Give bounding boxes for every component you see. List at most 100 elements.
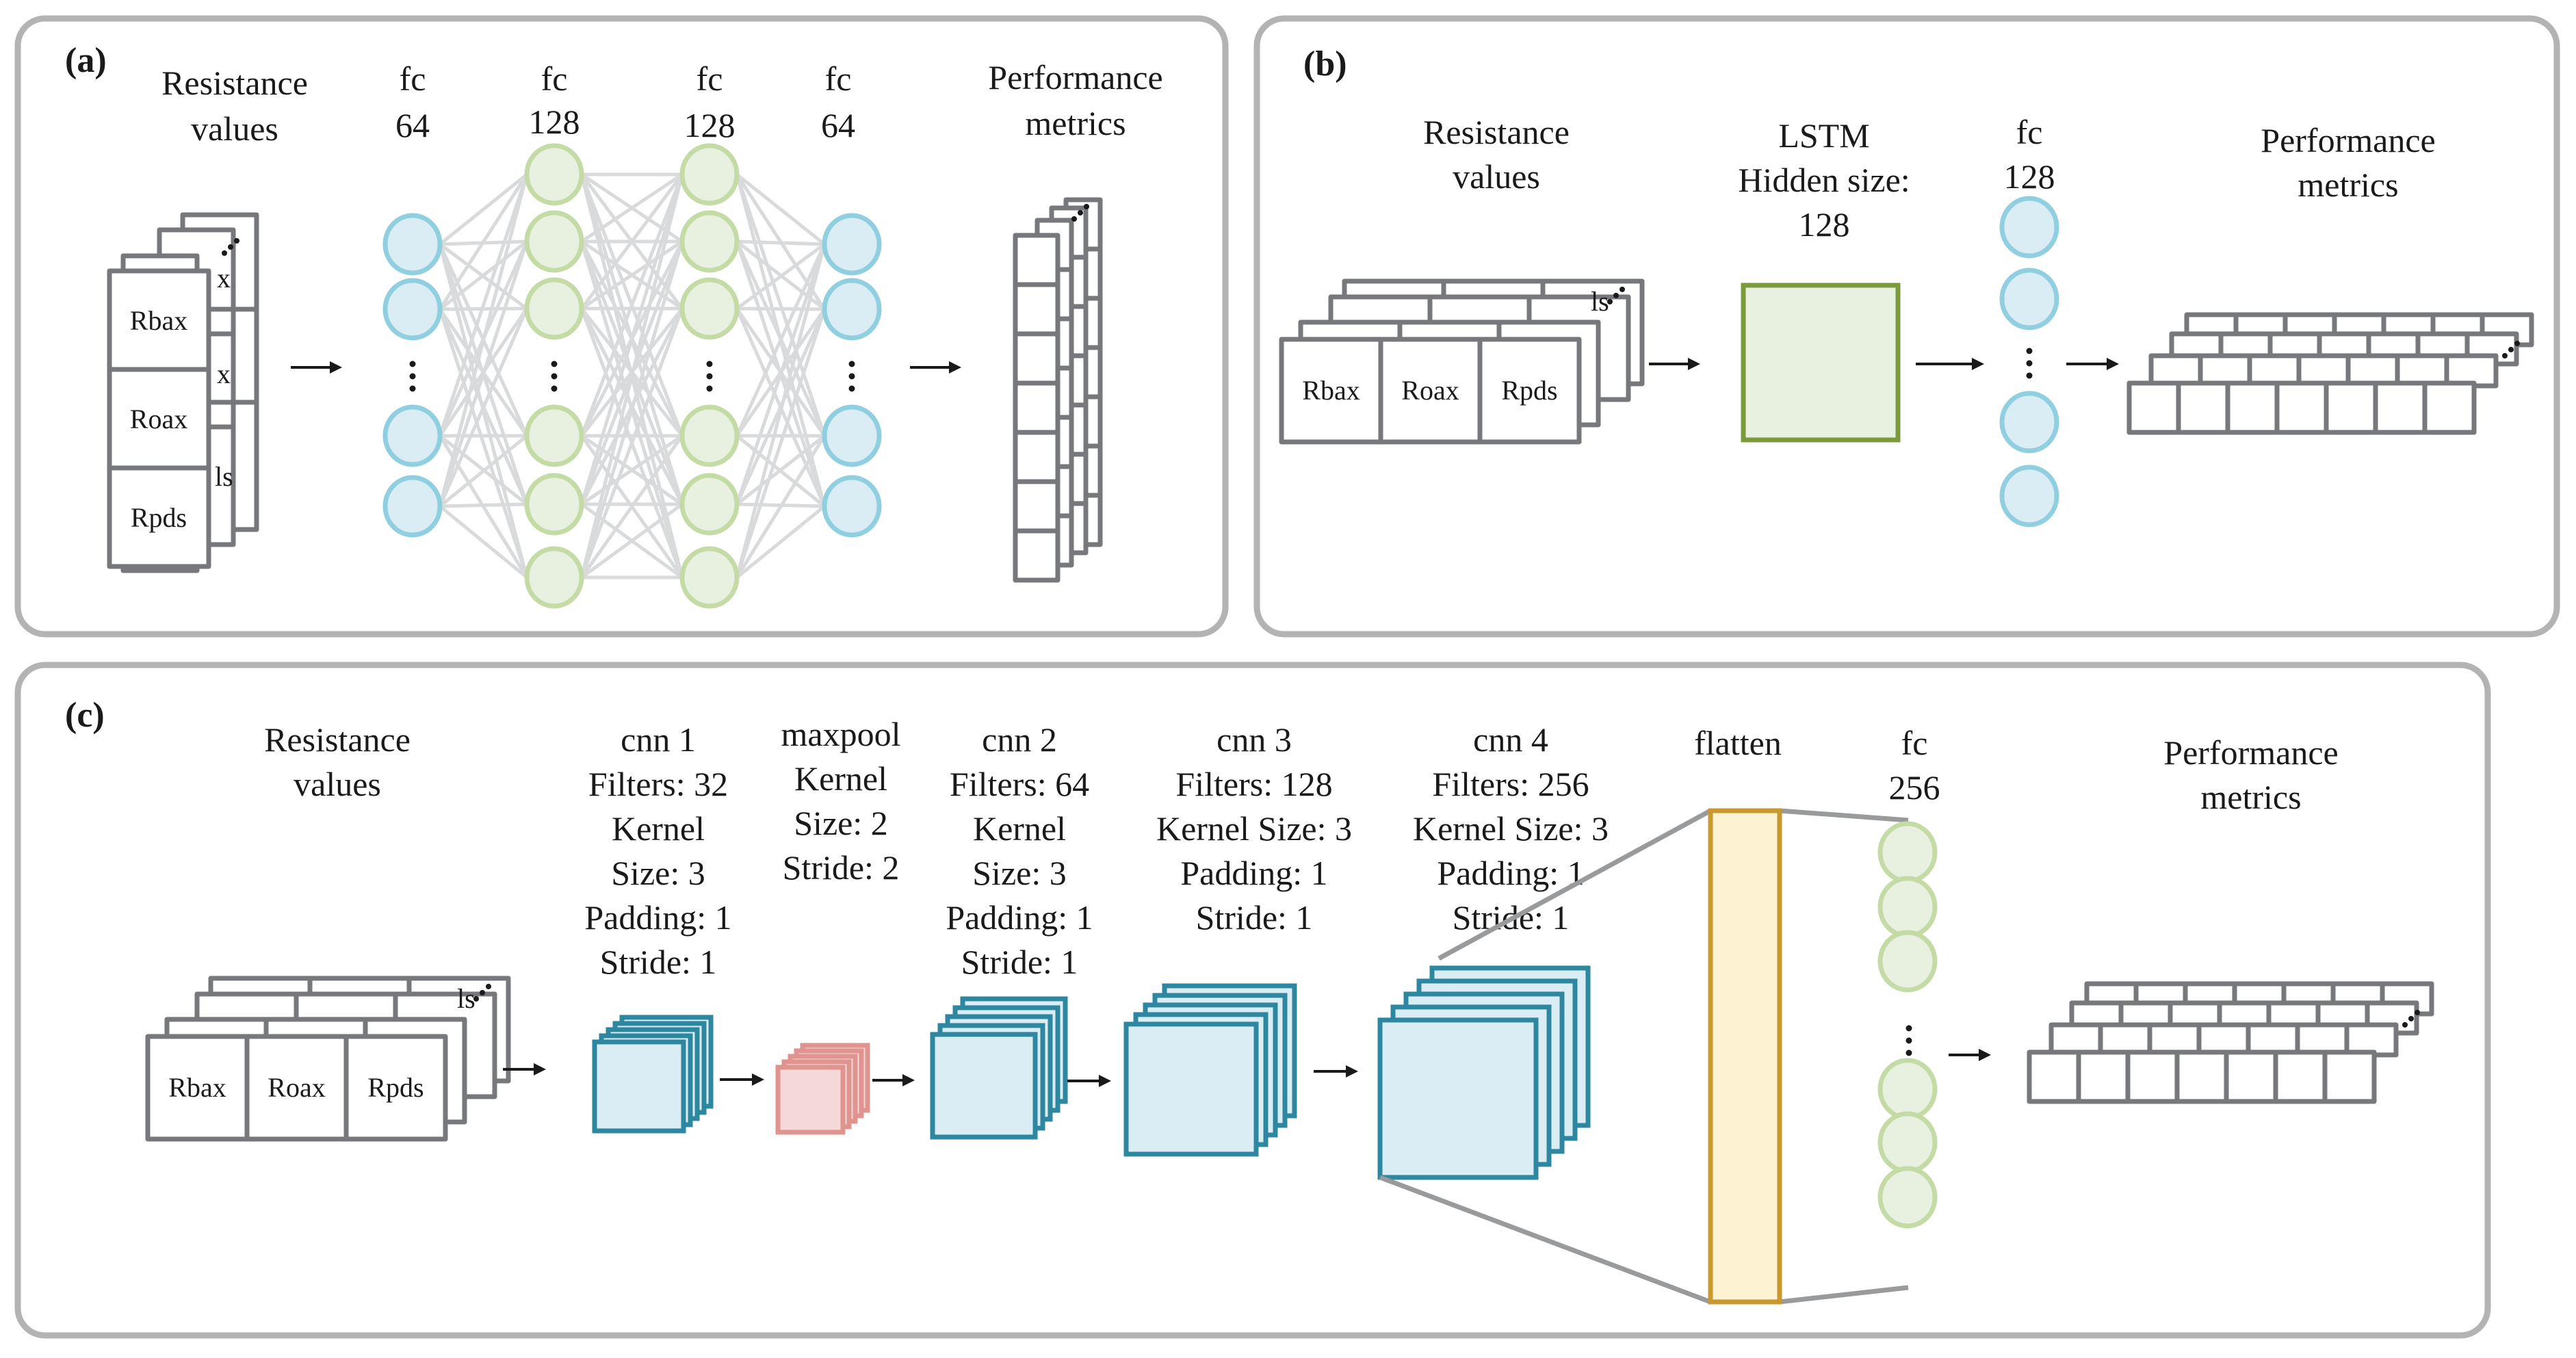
mlp-connection (580, 174, 684, 578)
panel-a-frame (14, 15, 1229, 638)
panel-a-input-label-1: Resistance (161, 64, 308, 102)
mlp-connection (580, 308, 684, 578)
mlp-node (679, 473, 740, 536)
panel-a-output-stack (1013, 197, 1103, 583)
ellipsis-dot (409, 373, 416, 380)
fc-node (1877, 1111, 1938, 1174)
mlp-node (679, 546, 740, 609)
mlp-connection (438, 174, 529, 436)
mlp-connection (439, 434, 528, 508)
maxpool-line-2: Size: 2 (794, 804, 887, 842)
mlp-node (524, 546, 584, 609)
input-slice-front (145, 1034, 448, 1142)
mlp-connection (439, 173, 528, 246)
panel-c-input-label-1: Resistance (264, 720, 411, 759)
fc-node (1999, 465, 2059, 527)
panel-c-input-label-2: values (294, 765, 381, 803)
cell-rpds: Rpds (367, 1072, 424, 1103)
mlp-node (679, 404, 740, 467)
mlp-connection (438, 241, 529, 507)
mlp-connection (736, 239, 825, 246)
panel-b-fc-nodes (1999, 196, 2059, 527)
mlp-connection (580, 174, 684, 436)
cell-roax: Roax (1401, 375, 1459, 406)
maxpool-feature-map (775, 1065, 846, 1135)
ellipsis-dot (706, 361, 713, 367)
partial-x-1: x (217, 263, 231, 293)
layer3-size: 128 (684, 106, 736, 144)
ellipsis-dot (2514, 341, 2520, 346)
cnn1-feature-map (592, 1039, 686, 1134)
mlp-connections (438, 172, 827, 579)
ellipsis-dot (551, 361, 558, 367)
ellipsis-dot (2026, 372, 2033, 379)
ellipsis-dot (2026, 360, 2033, 367)
mlp-node (524, 473, 584, 536)
mlp-node (382, 475, 443, 538)
ellipsis-dot (2508, 347, 2514, 352)
ellipsis-dot (2415, 1010, 2420, 1015)
output-slice (2126, 380, 2477, 435)
ellipsis-dot (1905, 1037, 1912, 1044)
cell-roax: Roax (268, 1072, 325, 1103)
fc-node (1999, 391, 2059, 454)
partial-ls: ls (215, 461, 233, 492)
arrowhead (1099, 1075, 1111, 1087)
panel-a-output-label-1: Performance (988, 58, 1162, 96)
mlp-node (524, 143, 584, 206)
mlp-connection (580, 174, 684, 505)
mlp-node (822, 278, 882, 341)
ellipsis-dot (848, 385, 855, 392)
cell-rpds: Rpds (1501, 375, 1557, 406)
mlp-connection (439, 502, 528, 508)
cnn3-line-2: Kernel Size: 3 (1156, 809, 1352, 848)
ellipsis-dot (1607, 299, 1613, 304)
ellipsis-dot (1071, 216, 1077, 222)
panel-a-mlp: (a) Resistance values x x ls Rbax Roax R… (65, 41, 1163, 609)
arrowhead (1979, 1049, 1991, 1061)
cnn1-line-0: cnn 1 (621, 720, 696, 759)
mlp-connection (438, 309, 529, 578)
fc-node (1877, 876, 1938, 939)
mlp-node (822, 475, 882, 538)
ellipsis-dot (551, 373, 558, 380)
ellipsis-dot (1613, 293, 1619, 298)
layer1-size: 64 (395, 106, 430, 144)
partial-ls: ls (1591, 286, 1609, 317)
cell-rbax: Rbax (168, 1072, 226, 1103)
panel-a-output-label-2: metrics (1025, 104, 1126, 142)
ellipsis-dot (2408, 1016, 2414, 1021)
mlp-connection (735, 434, 827, 579)
cnn2-line-2: Kernel (973, 809, 1066, 848)
panel-c-output-label-2: metrics (2200, 778, 2301, 816)
ellipsis-dot (1084, 204, 1089, 209)
cnn3-feature-map (1123, 1021, 1259, 1157)
mlp-connection (580, 239, 684, 311)
mlp-node (679, 143, 740, 206)
mlp-connection (736, 242, 826, 311)
panel-b-output-label-1: Performance (2261, 121, 2435, 159)
cell-rbax: Rbax (1302, 375, 1359, 406)
layer2-name: fc (541, 60, 568, 98)
fc-node (1999, 196, 2059, 259)
cnn3-line-3: Padding: 1 (1180, 854, 1327, 892)
mlp-node (822, 213, 882, 276)
maxpool-line-0: maxpool (781, 715, 901, 753)
panel-b-frame (1253, 15, 2560, 638)
mlp-connection (438, 173, 529, 311)
panel-c-id: (c) (65, 696, 105, 735)
arrowhead (534, 1063, 546, 1075)
mlp-connection (580, 173, 684, 310)
mlp-connection (439, 505, 528, 579)
mlp-connection (735, 174, 827, 436)
funnel-line-top (1437, 808, 1712, 961)
ellipsis-dot (706, 373, 713, 380)
ellipsis-dot (1905, 1025, 1912, 1032)
cnn1-line-3: Size: 3 (611, 854, 705, 892)
arrowhead (752, 1073, 764, 1086)
mlp-connection (735, 309, 827, 578)
layer4-name: fc (825, 60, 852, 98)
fc-node (1877, 821, 1938, 884)
